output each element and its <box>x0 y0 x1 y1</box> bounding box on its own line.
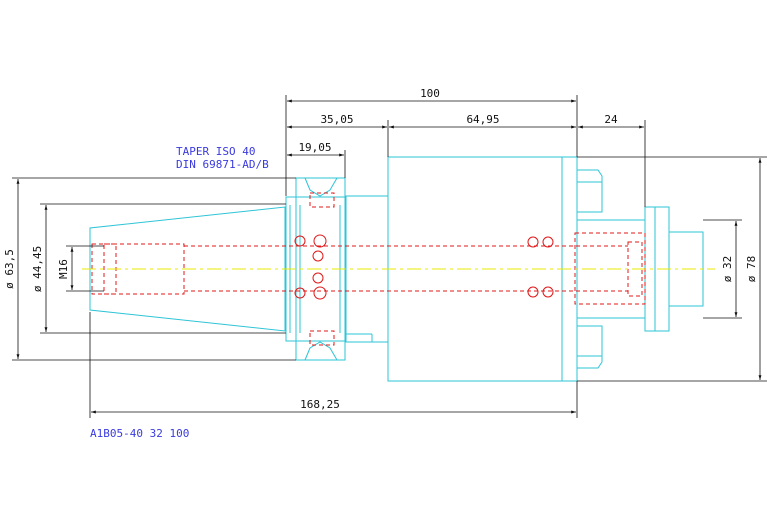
dim-35-05: 35,05 <box>320 113 353 126</box>
dim-dia-78: ø 78 <box>745 256 758 283</box>
taper-note-line2: DIN 69871-AD/B <box>176 158 269 171</box>
dim-19-05: 19,05 <box>298 141 331 154</box>
taper-note-line1: TAPER ISO 40 <box>176 145 255 158</box>
dimension-lines <box>12 95 767 418</box>
dim-dia-32: ø 32 <box>721 256 734 283</box>
dim-168-25: 168,25 <box>300 398 340 411</box>
dim-64-95: 64,95 <box>466 113 499 126</box>
dim-dia-44-45: ø 44,45 <box>31 246 44 292</box>
dim-dia-63-5: ø 63,5 <box>3 249 16 289</box>
dim-24: 24 <box>604 113 618 126</box>
part-code: A1B05-40 32 100 <box>90 427 189 440</box>
dim-m16: M16 <box>57 259 70 279</box>
dim-100: 100 <box>420 87 440 100</box>
